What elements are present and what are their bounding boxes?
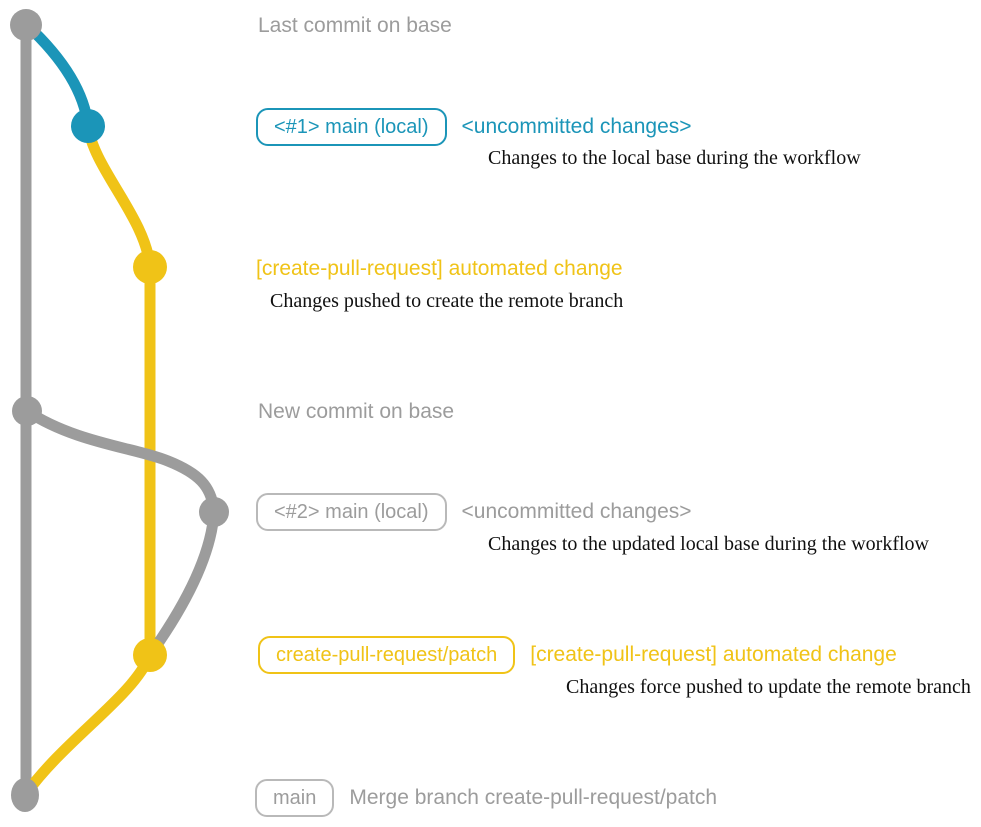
- local-main-branch-curve: [21, 19, 94, 132]
- automated-change-1-label: [create-pull-request] automated change: [256, 257, 623, 280]
- main-local-2-badge: <#2> main (local): [256, 493, 447, 531]
- automated-change-2-description: Changes force pushed to update the remot…: [566, 676, 971, 698]
- uncommitted-changes-2-description: Changes to the updated local base during…: [488, 533, 929, 555]
- create-pull-request-patch-badge: create-pull-request/patch: [258, 636, 516, 674]
- updated-local-main-curve: [21, 405, 220, 518]
- workflow1-row: <#1> main (local) <uncommitted changes>: [256, 107, 692, 147]
- updated-local-main-to-patch-curve: [144, 506, 220, 661]
- workflow2-row: <#2> main (local) <uncommitted changes>: [256, 492, 692, 532]
- main-badge: main: [255, 779, 335, 817]
- uncommitted-changes-1-label: <uncommitted changes>: [461, 115, 692, 138]
- uncommitted-changes-1-description: Changes to the local base during the wor…: [488, 147, 861, 169]
- main-local-1-badge: <#1> main (local): [256, 108, 447, 146]
- force-pushed-commit-node: [133, 638, 167, 672]
- merge-row: main Merge branch create-pull-request/pa…: [255, 778, 717, 818]
- last-commit-on-base-node: [10, 9, 42, 41]
- push2-row: create-pull-request/patch [create-pull-r…: [258, 635, 897, 675]
- local-main-1-node: [71, 109, 105, 143]
- patch-branch-curve-top: [82, 120, 156, 273]
- git-graph: [10, 9, 229, 812]
- local-main-2-node: [199, 497, 229, 527]
- uncommitted-changes-2-label: <uncommitted changes>: [461, 500, 692, 523]
- new-commit-label: New commit on base: [258, 400, 455, 423]
- automated-change-2-label: [create-pull-request] automated change: [530, 643, 897, 666]
- new-commit-on-base-node: [12, 396, 42, 426]
- last-commit-label: Last commit on base: [258, 14, 452, 37]
- merge-commit-node: [11, 778, 39, 812]
- patch-branch-merge-curve: [19, 649, 156, 801]
- automated-change-1-description: Changes pushed to create the remote bran…: [270, 290, 624, 312]
- merge-branch-label: Merge branch create-pull-request/patch: [349, 786, 718, 809]
- automated-change-node: [133, 250, 167, 284]
